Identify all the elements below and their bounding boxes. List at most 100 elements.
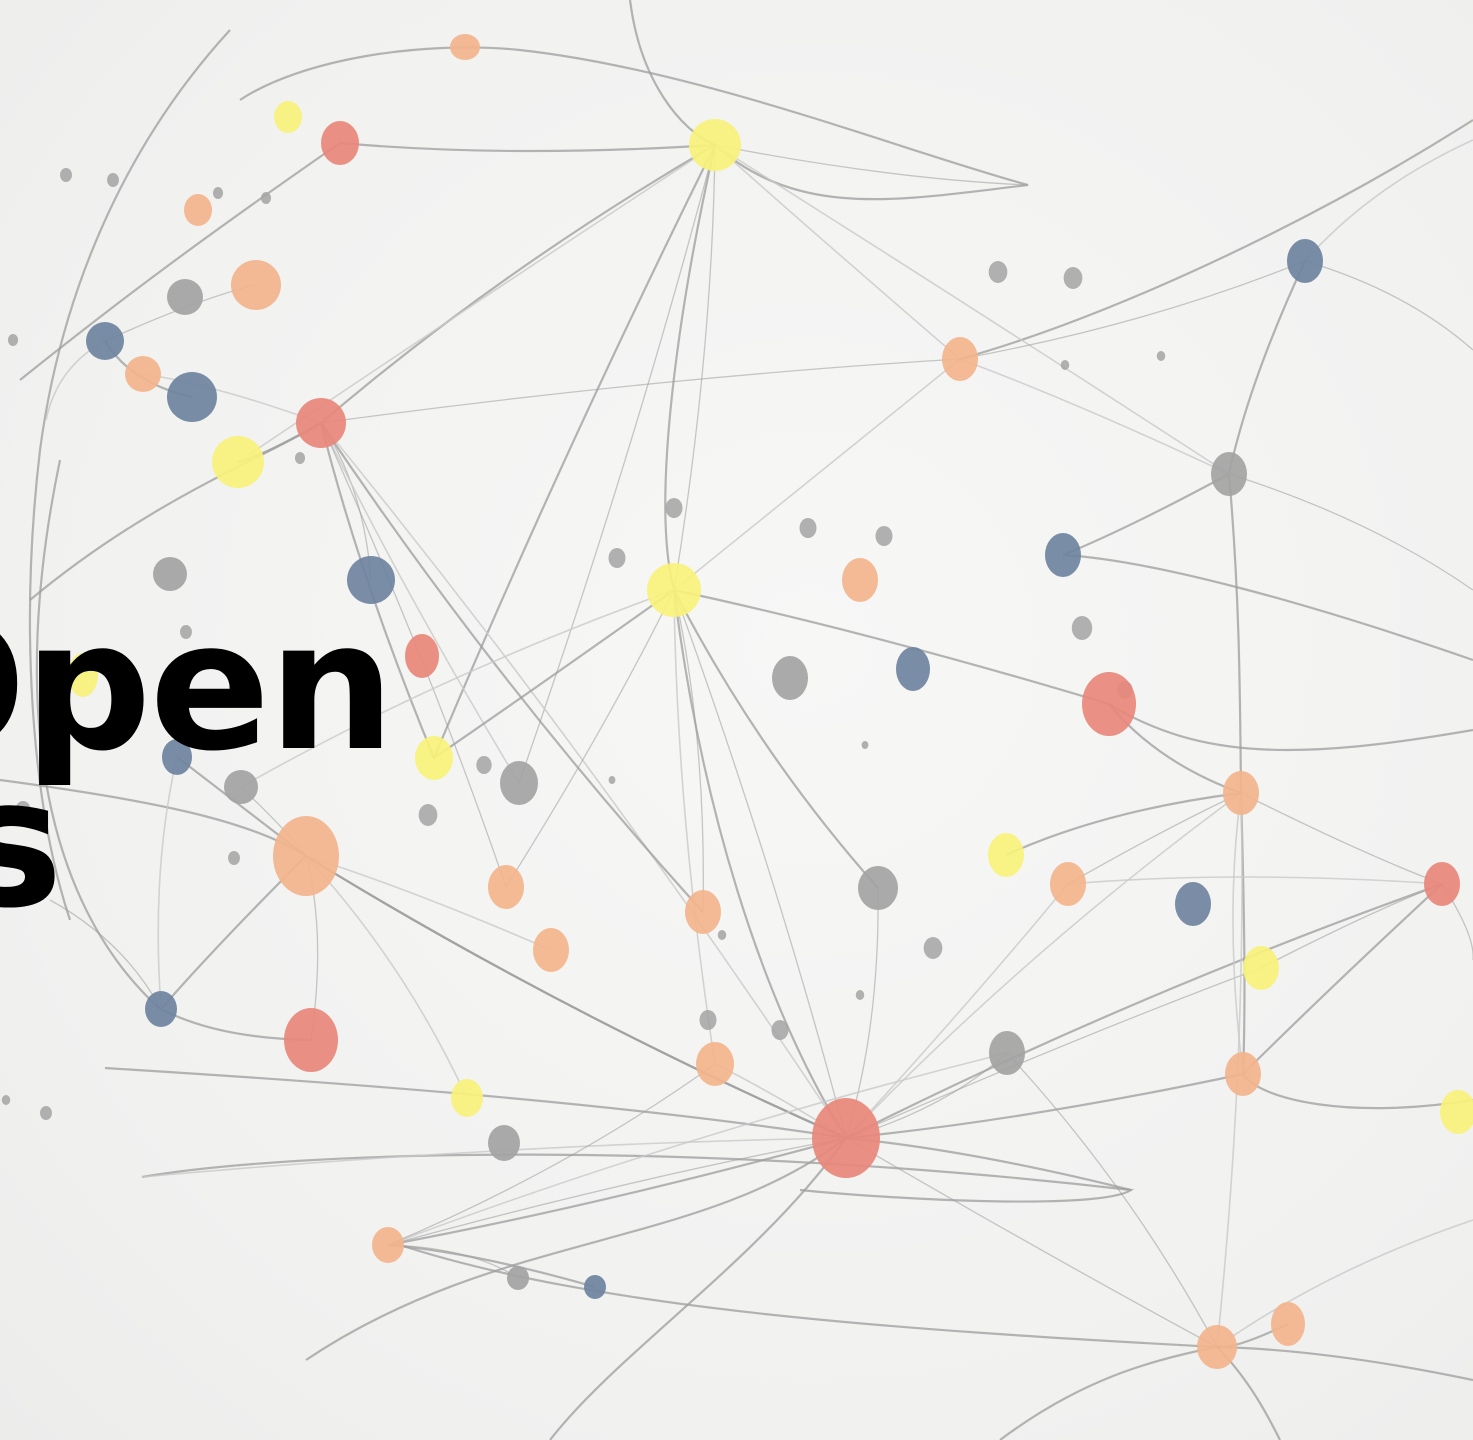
network-edge-101 (157, 756, 178, 1010)
network-dot-1 (60, 168, 72, 182)
network-node-gray-18 (772, 656, 808, 700)
network-edge-85 (387, 1063, 716, 1246)
network-node-peach-9 (125, 356, 161, 392)
network-node-blue-20 (1045, 533, 1081, 577)
network-edge-70 (1067, 792, 1242, 885)
network-edge-84 (387, 1052, 1008, 1246)
network-edge-21 (549, 1137, 847, 1440)
network-dot-27 (180, 625, 192, 639)
network-node-gray-33 (989, 1031, 1025, 1075)
network-node-salmon-15 (405, 634, 439, 678)
network-dot-19 (294, 452, 306, 464)
network-edge-26 (714, 144, 1029, 186)
network-dot-18 (228, 851, 240, 865)
network-edge-4 (28, 29, 231, 921)
network-dot-4 (260, 192, 272, 204)
network-edge-37 (320, 422, 847, 1139)
network-dot-12 (875, 526, 893, 546)
network-node-yellow-27 (988, 833, 1024, 877)
network-edge-82 (387, 1136, 847, 1247)
network-edge-60 (845, 1136, 1132, 1192)
network-edge-27 (320, 144, 716, 424)
network-edge-38 (320, 422, 704, 913)
network-edge-6 (141, 1153, 1135, 1203)
network-node-blue-29 (1175, 882, 1211, 926)
network-edge-7 (305, 1137, 847, 1361)
network-edge-3 (35, 459, 161, 1010)
network-edge-30 (518, 144, 716, 784)
network-dot-28 (717, 930, 727, 940)
network-node-peach-53 (1271, 1302, 1305, 1346)
network-edge-23 (339, 141, 716, 153)
network-dot-21 (699, 1010, 717, 1030)
network-node-peach-31 (1225, 1052, 1261, 1096)
network-edge-13 (664, 144, 717, 591)
network-node-blue-44 (162, 739, 192, 775)
network-edge-56 (305, 855, 847, 1140)
network-node-yellow-54 (68, 653, 98, 697)
network-node-yellow-47 (451, 1079, 483, 1117)
network-dot-26 (15, 801, 31, 819)
network-node-peach-35 (696, 1042, 734, 1086)
network-dot-10 (665, 498, 683, 518)
network-node-salmon-2 (321, 121, 359, 165)
network-node-blue-23 (1287, 239, 1323, 283)
network-edge-94 (1067, 876, 1443, 885)
network-node-peach-6 (231, 260, 281, 310)
network-node-blue-51 (584, 1275, 606, 1299)
network-edge-2 (239, 46, 1029, 201)
network-edge-24 (673, 144, 716, 591)
network-dot-20 (771, 1020, 789, 1040)
network-node-gray-13 (153, 557, 187, 591)
network-dot-13 (608, 548, 626, 568)
network-edge-25 (714, 144, 961, 360)
network-edge-46 (673, 358, 961, 591)
network-edge-39 (320, 358, 961, 424)
network-node-gray-43 (224, 770, 258, 804)
network-edge-50 (845, 1072, 1244, 1140)
network-node-peach-39 (488, 865, 524, 909)
network-node-salmon-21 (1082, 672, 1136, 736)
network-node-yellow-1 (689, 119, 741, 171)
network-node-gray-48 (488, 1125, 520, 1161)
network-edge-44 (673, 589, 847, 1139)
network-edge-29 (432, 144, 716, 759)
network-dot-23 (855, 990, 865, 1000)
network-node-peach-42 (273, 816, 339, 896)
network-node-gray-50 (507, 1266, 529, 1290)
network-edge-43 (673, 589, 716, 1065)
network-dot-8 (1156, 351, 1166, 361)
network-nodes (1, 34, 1473, 1369)
network-node-yellow-30 (1243, 946, 1279, 990)
network-node-salmon-46 (284, 1008, 338, 1072)
network-edge-15 (1227, 473, 1243, 794)
network-dot-3 (212, 187, 224, 199)
network-edge-10 (959, 119, 1473, 361)
network-node-peach-17 (842, 558, 878, 602)
network-dot-29 (608, 776, 616, 784)
network-node-blue-14 (347, 556, 395, 604)
network-edge-93 (1260, 883, 1443, 969)
network-dot-14 (1071, 616, 1093, 640)
network-dot-11 (799, 518, 817, 538)
network-node-gray-24 (1211, 452, 1247, 496)
network-dot-24 (40, 1106, 52, 1120)
network-edge-31 (714, 144, 1230, 475)
network-node-peach-25 (1223, 771, 1259, 815)
network-edge-54 (845, 882, 1443, 1139)
network-edge-62 (1227, 260, 1306, 475)
network-edge-55 (845, 883, 1069, 1139)
network-edge-14 (672, 589, 847, 1139)
network-edge-90 (845, 1137, 1218, 1348)
network-node-peach-22 (942, 337, 978, 381)
network-edge-9 (1108, 703, 1473, 752)
network-edge-66 (1062, 473, 1230, 557)
network-edge-91 (1216, 1345, 1473, 1382)
network-node-yellow-32 (1440, 1090, 1473, 1134)
network-dot-17 (476, 756, 492, 774)
network-node-blue-8 (86, 322, 124, 360)
network-edge-57 (387, 1137, 847, 1246)
network-dot-22 (923, 937, 943, 959)
network-edge-80 (305, 855, 468, 1099)
network-edge-45 (673, 588, 1110, 706)
